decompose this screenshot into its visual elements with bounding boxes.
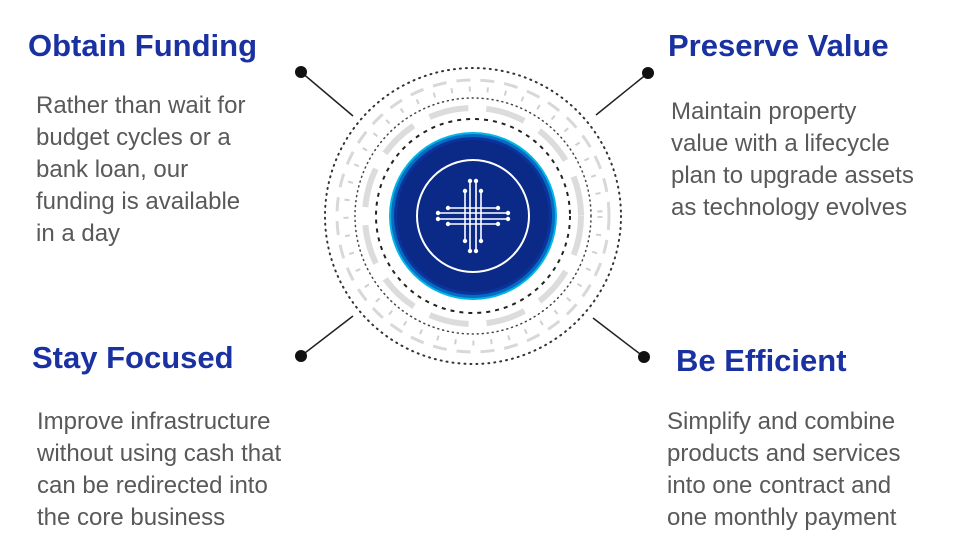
ring-light-arcs — [362, 105, 584, 327]
obtain-funding-line: funding is available — [36, 188, 241, 215]
stay-focused-line: Improve infrastructure — [37, 408, 271, 435]
be-efficient-line: one monthly payment — [667, 504, 897, 531]
be-efficient-title: Be Efficient — [676, 343, 847, 378]
hub-inner-disc-shade — [391, 134, 555, 298]
obtain-funding-title: Obtain Funding — [28, 28, 258, 63]
preserve-value-title: Preserve Value — [668, 28, 889, 63]
obtain-funding-line: in a day — [36, 220, 121, 247]
preserve-value-line: Maintain property — [671, 98, 857, 125]
connector-dot-top-left — [295, 66, 307, 78]
stay-focused-line: without using cash that — [37, 440, 282, 467]
be-efficient-line: Simplify and combine — [667, 408, 896, 435]
decorative-rings — [324, 67, 622, 365]
preserve-value-line: value with a lifecycle — [671, 130, 890, 157]
obtain-funding-description: Rather than wait for budget cycles or a … — [36, 90, 257, 250]
be-efficient-description: Simplify and combine products and servic… — [667, 406, 900, 534]
connector-dot-bottom-right — [638, 351, 650, 363]
stay-focused-line: the core business — [37, 504, 226, 531]
hub-core — [389, 132, 557, 300]
preserve-value-line: as technology evolves — [671, 194, 908, 221]
obtain-funding-line: Rather than wait for — [36, 92, 246, 119]
connector-dot-top-right — [642, 67, 654, 79]
connector-bottom-left — [300, 315, 354, 357]
connector-top-right — [595, 72, 649, 116]
connector-top-left — [300, 71, 354, 117]
obtain-funding-line: bank loan, our — [36, 156, 189, 183]
stay-focused-title: Stay Focused — [32, 340, 234, 375]
hub-icon-circle — [416, 159, 530, 273]
preserve-value-line: plan to upgrade assets — [671, 162, 914, 189]
connector-bottom-right — [592, 317, 645, 358]
stay-focused-line: can be redirected into — [37, 472, 268, 499]
circuit-cross-icon — [435, 178, 511, 254]
stay-focused-description: Improve infrastructure without using cas… — [37, 406, 281, 534]
quadrant-preserve-value: Preserve Value Maintain property value w… — [668, 28, 914, 224]
be-efficient-line: into one contract and — [667, 472, 892, 499]
quadrant-obtain-funding: Obtain Funding Rather than wait for budg… — [28, 28, 257, 250]
quadrant-be-efficient: Be Efficient Simplify and combine produc… — [667, 343, 900, 534]
connector-dot-bottom-left — [295, 350, 307, 362]
ring-middle-dotted — [354, 97, 592, 335]
connectors — [295, 66, 654, 363]
preserve-value-description: Maintain property value with a lifecycle… — [671, 96, 914, 224]
obtain-funding-line: budget cycles or a — [36, 124, 231, 151]
quadrant-stay-focused: Stay Focused Improve infrastructure with… — [32, 340, 281, 534]
ring-light-dashed — [335, 78, 611, 354]
be-efficient-line: products and services — [667, 440, 901, 467]
ring-inner-dashed — [375, 118, 571, 314]
ring-light-ticks — [343, 86, 603, 346]
ring-outer-dotted — [324, 67, 622, 365]
